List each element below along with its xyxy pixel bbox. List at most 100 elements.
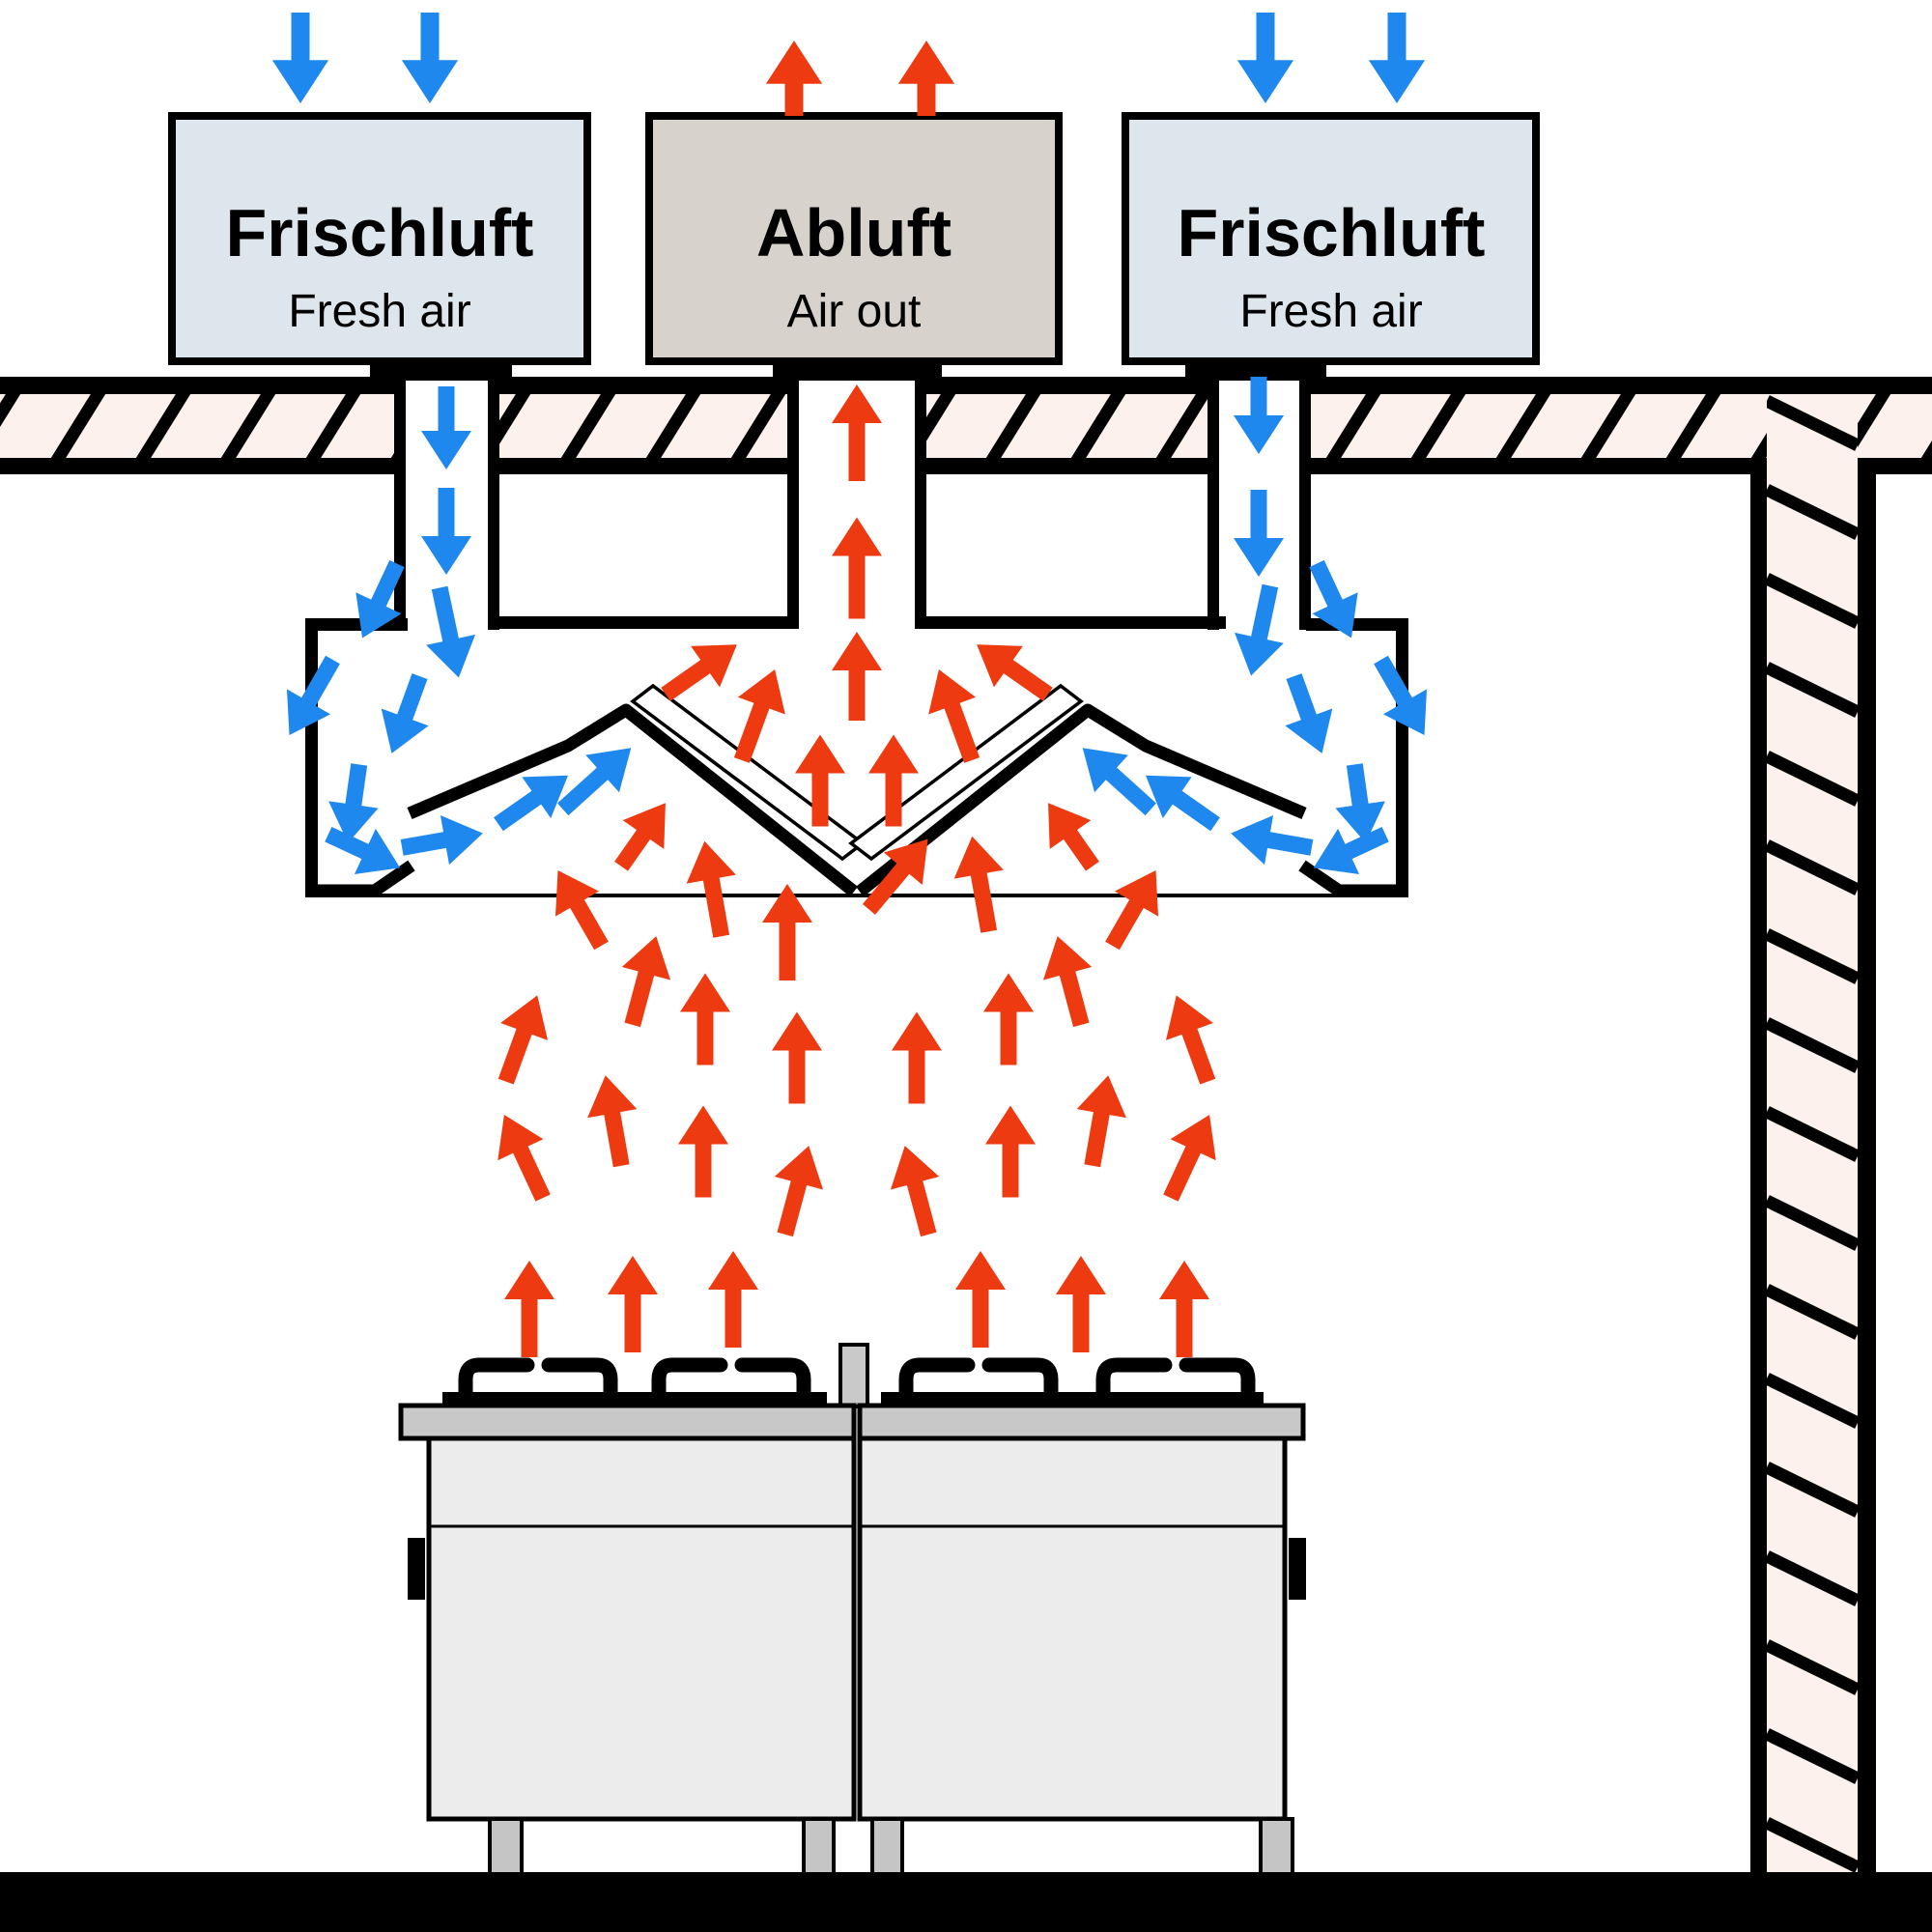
fresh-air-left-box [168,112,591,365]
exhaust-air-arrow [953,836,1004,933]
extraction-hood [305,616,1408,897]
exhaust-air-arrow [868,734,919,827]
hood-plenum-bar-left [488,616,799,629]
fresh-air-arrow [328,763,379,843]
hood-bottom-plane [305,894,1408,897]
exhaust-air-arrow [762,884,812,980]
grate-rail-left [442,1392,827,1404]
fresh-air-right-subtitle: Fresh air [1239,286,1422,337]
hatch-line [1070,394,1126,458]
hatch-line [1767,1462,1858,1518]
exhaust-air-arrow [832,384,882,481]
exhaust-air-arrow [897,41,955,116]
hatch-line [1767,1284,1858,1340]
hatch-line [1767,484,1858,540]
wall-inner-edge [1750,458,1767,1874]
hatch-line [1767,1106,1858,1162]
hatch-line [305,394,361,458]
fresh-air-arrow [400,814,483,866]
exhaust-air-arrow [832,517,882,619]
ceiling-fill [0,394,1932,458]
exhaust-air-arrow [983,973,1034,1065]
grate-bracket [981,1357,1059,1399]
exhaust-air-arrow [774,1146,824,1237]
exhaust-air-arrow [985,1105,1036,1198]
fresh-air-arrow [286,655,340,735]
exhaust-air-arrow [890,1146,940,1237]
exhaust-air-arrow [733,669,785,763]
grate-bracket [541,1357,618,1399]
hatch-line [1767,1817,1858,1872]
hatch-line [1767,1639,1858,1695]
air-out-unit: Abluft Air out [645,112,1063,365]
exhaust-air-flow-arrows [497,41,1216,1357]
hatch-line [1767,1195,1858,1251]
exhaust-air-arrow [772,1011,822,1104]
exhaust-air-arrow [678,1105,728,1198]
fresh-air-arrow [1235,583,1284,676]
side-handle-left [408,1538,425,1600]
air-out-title: Abluft [756,195,952,270]
wall-outer-edge [1858,458,1876,1874]
fresh-air-arrow [381,673,429,753]
hatch-line [50,394,106,458]
exhaust-air-arrow [1105,870,1159,951]
fresh-air-left-title: Frischluft [226,195,534,270]
fresh-air-arrow [1285,673,1333,753]
range-leg [488,1817,524,1876]
fresh-air-arrow [1368,13,1426,103]
grate-bracket [898,1357,976,1405]
hatch-line [1665,394,1721,458]
exhaust-air-arrow [1166,995,1216,1085]
hood-plenum-bar-right [915,616,1226,629]
grate-bracket [734,1357,811,1399]
hatch-line [1767,839,1858,895]
exhaust-air-arrow [680,973,730,1065]
duct-wall [394,379,406,630]
range-leg [870,1817,904,1876]
fresh-air-arrow [1145,775,1220,832]
exhaust-air-arrow [621,936,671,1028]
fresh-air-unit-left: Frischluft Fresh air [168,112,591,365]
fresh-air-arrow [355,559,405,639]
exhaust-air-arrow [504,1261,554,1357]
cooking-range [398,1343,1306,1876]
fresh-air-left-subtitle: Fresh air [288,286,470,337]
grate-bracket [651,1357,728,1405]
fresh-air-flow-arrows [271,13,1428,874]
fresh-air-arrow [1335,763,1385,843]
fresh-air-arrow [1309,559,1358,639]
wall-hatch-lines [1767,395,1858,1872]
fresh-air-arrow [401,13,459,103]
fresh-air-right-title: Frischluft [1178,195,1486,270]
burner-grates [458,1357,1256,1405]
exhaust-air-arrow [497,995,548,1085]
fresh-air-right-box [1122,112,1540,365]
exhaust-air-arrow [862,838,928,915]
fresh-air-arrow [1234,490,1284,577]
hatch-line [1767,395,1858,451]
hood-left-wall [305,618,318,896]
range-leg [1259,1817,1294,1876]
grate-bracket [1095,1357,1173,1405]
fresh-air-unit-right: Frischluft Fresh air [1122,112,1540,365]
hood-top-left-bar [305,618,408,631]
ceiling [0,377,1932,474]
hatch-line [1767,1728,1858,1784]
grate-rail-right [881,1392,1264,1404]
hatch-line [135,394,191,458]
exhaust-air-arrow [1042,936,1093,1028]
hood-left-lip [311,860,415,897]
exhaust-air-arrow [928,669,980,763]
wall-right [1750,394,1876,1874]
exhaust-air-arrow [1076,1075,1126,1168]
hatch-line [1767,1373,1858,1429]
fresh-air-arrow [325,826,401,874]
ceiling-top-edge [0,377,1932,394]
duct-wall [787,379,799,626]
hood-right-wall [1396,618,1408,896]
hatch-line [985,394,1041,458]
hood-top-right-bar [1306,618,1408,631]
hatch-line [730,394,786,458]
exhaust-air-arrow [1056,1256,1106,1352]
